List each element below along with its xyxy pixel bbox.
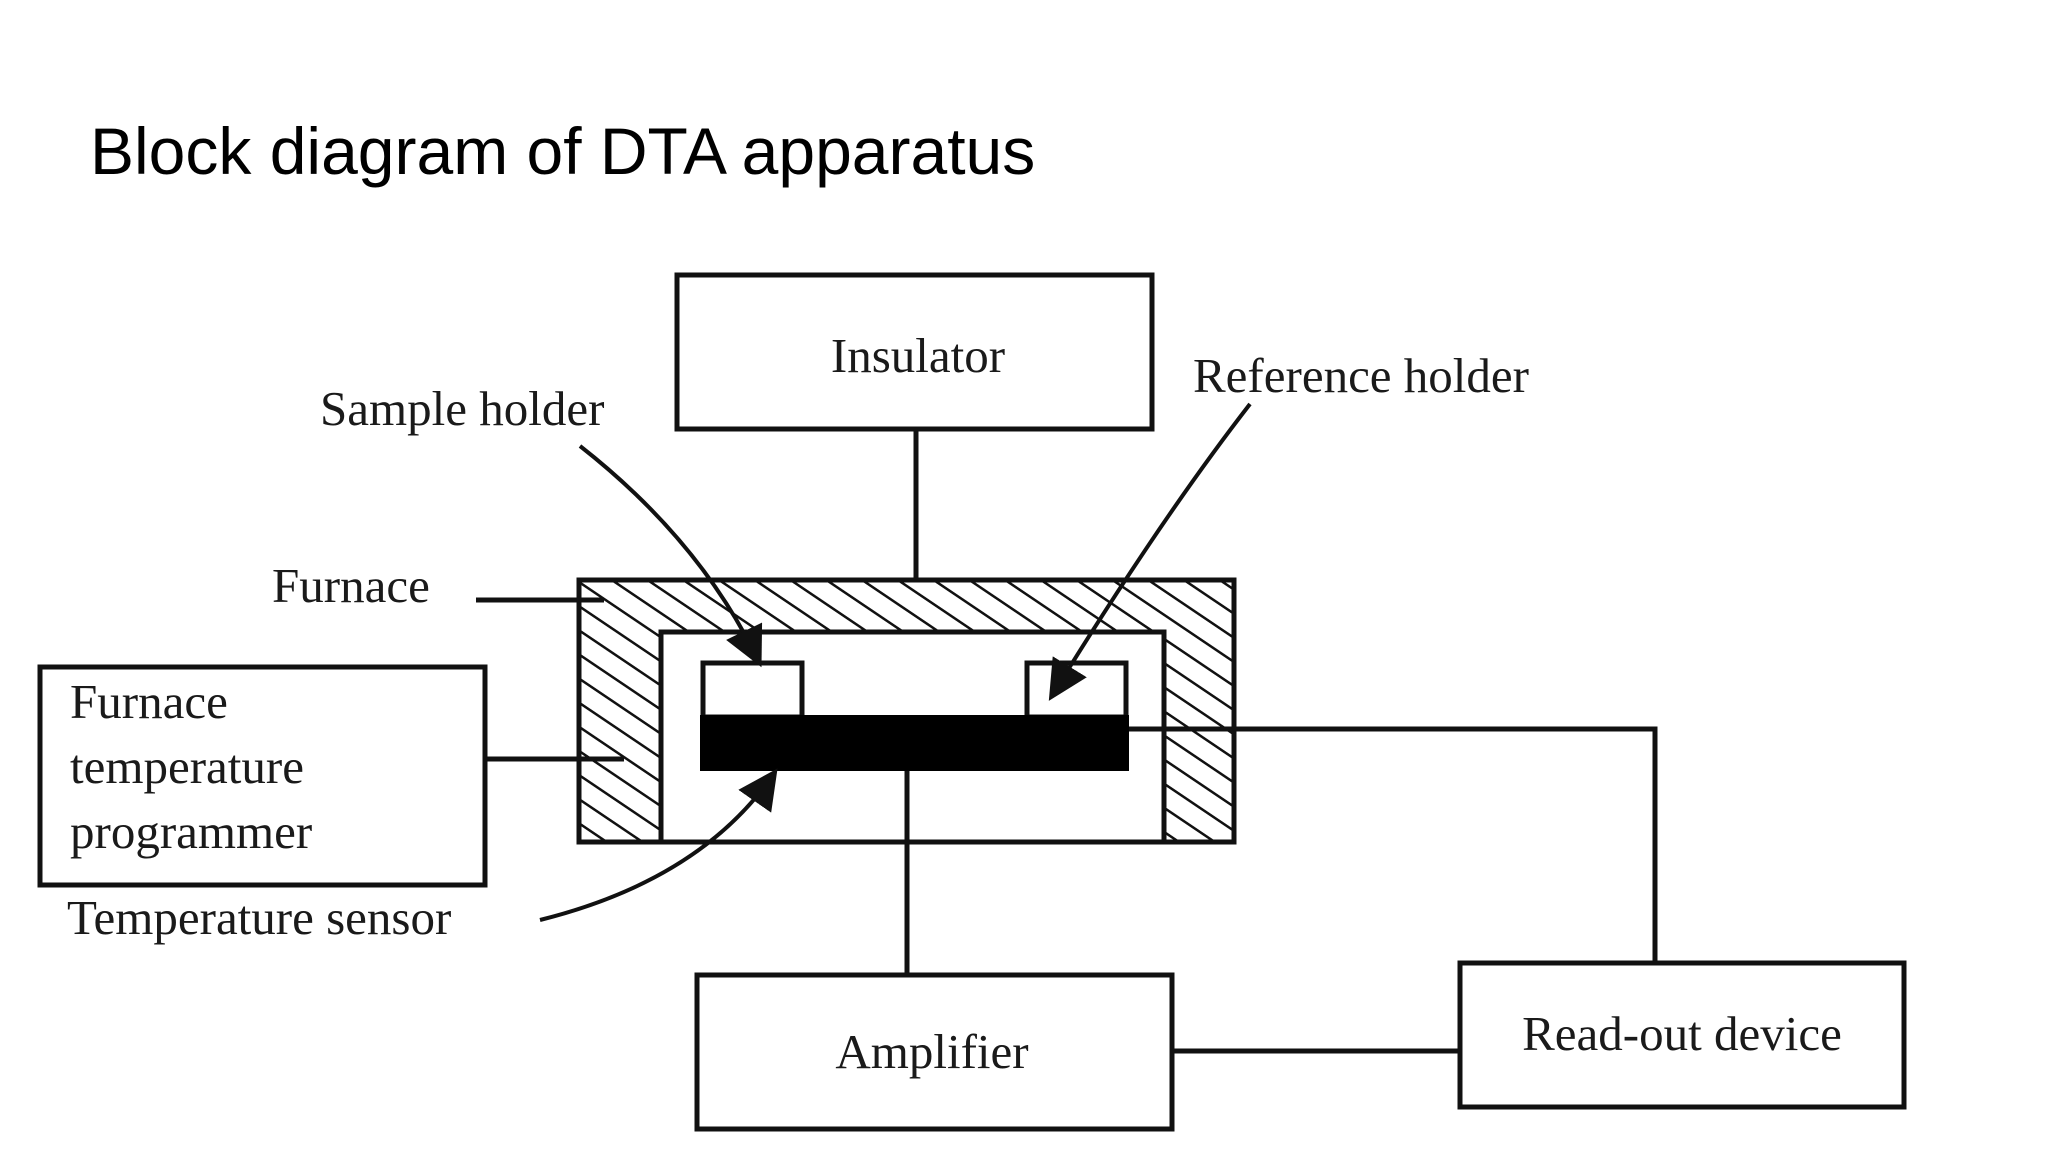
reference-holder-arrow [1048, 402, 1252, 701]
programmer-label-line-2: temperature [70, 739, 304, 794]
sensor-readout-connector [1129, 726, 1658, 963]
temperature-sensor-bar [700, 715, 1129, 771]
slide-title: Block diagram of DTA apparatus [90, 114, 1036, 188]
programmer-label-line-3: programmer [70, 804, 312, 859]
amplifier-block: Amplifier [694, 972, 1175, 1132]
furnace-temperature-programmer-block: Furnace temperature programmer [37, 664, 488, 888]
sample-holder-label: Sample holder [320, 381, 604, 436]
programmer-label-line-1: Furnace [70, 674, 228, 729]
insulator-block: Insulator [674, 272, 1155, 432]
amplifier-label: Amplifier [835, 1024, 1028, 1079]
readout-device-label: Read-out device [1522, 1006, 1842, 1061]
readout-device-block: Read-out device [1457, 960, 1907, 1110]
reference-holder-label: Reference holder [1193, 348, 1529, 403]
insulator-label: Insulator [831, 328, 1005, 383]
sample-holder-arrow [578, 444, 763, 668]
temperature-sensor-label: Temperature sensor [67, 890, 451, 945]
temperature-sensor-arrow [539, 768, 778, 922]
sample-holder [700, 660, 805, 720]
reference-holder [1024, 660, 1129, 720]
furnace-label: Furnace [272, 558, 430, 613]
